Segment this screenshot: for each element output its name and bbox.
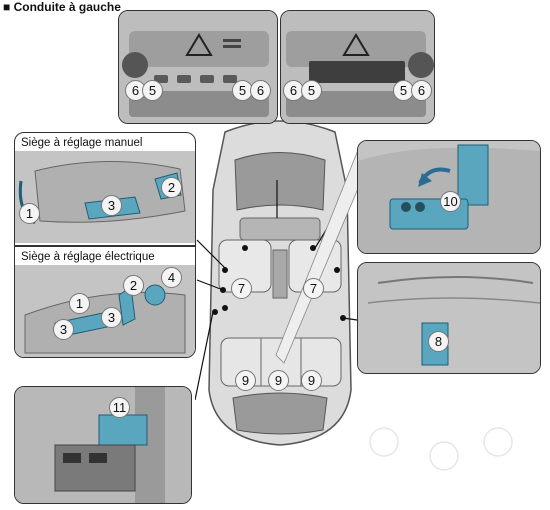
rear-side-illustration	[358, 263, 540, 373]
leader-line-manual	[196, 239, 226, 269]
header-title: Conduite à gauche	[13, 0, 121, 14]
climate-display	[309, 61, 405, 83]
callout-1-manual: 1	[19, 203, 40, 224]
header-square-icon: ■	[3, 0, 11, 14]
callout-9-rear-right: 9	[301, 370, 322, 391]
dashboard-left-illustration	[119, 11, 277, 123]
callout-7-front-right: 7	[303, 278, 324, 299]
decorative-circles	[369, 427, 513, 471]
seat-adjust-panel: Siège à réglage manuel 1 2 3 Siège à rég…	[14, 132, 196, 358]
hazard-icon	[342, 33, 370, 56]
dashboard-right-panel	[280, 10, 435, 124]
dashboard-right-illustration	[281, 11, 434, 123]
callout-6-dash-right-b: 6	[411, 80, 432, 101]
manual-seat-title: Siège à réglage manuel	[21, 137, 143, 149]
callout-5-dash-left-a: 5	[142, 80, 163, 101]
callout-7-front-left: 7	[231, 278, 252, 299]
callout-11: 11	[109, 397, 130, 418]
callout-2-manual: 2	[161, 177, 182, 198]
door-switch-panel: 11	[14, 386, 192, 504]
callout-1-power: 1	[69, 293, 90, 314]
callout-10: 10	[440, 191, 461, 212]
callout-5-dash-right-a: 5	[301, 80, 322, 101]
leader-line-side	[342, 317, 358, 321]
callout-4-power: 4	[161, 267, 182, 288]
callout-3-manual: 3	[101, 195, 122, 216]
armrest-highlight-wedge	[275, 145, 369, 364]
callout-8: 8	[428, 331, 449, 352]
leader-line-power	[196, 279, 224, 291]
callout-9-rear-center: 9	[268, 370, 289, 391]
power-seat-title: Siège à réglage électrique	[21, 251, 155, 263]
armrest-panel: 10	[357, 140, 541, 254]
dashboard-left-panel	[118, 10, 278, 124]
door-switch-illustration	[15, 387, 191, 503]
leader-line-door	[195, 311, 214, 401]
callout-6-dash-left-b: 6	[250, 80, 271, 101]
rear-side-panel: 8	[357, 262, 541, 374]
page-header: ■ Conduite à gauche	[3, 0, 121, 14]
callout-3-power-a: 3	[53, 319, 74, 340]
callout-9-rear-left: 9	[235, 370, 256, 391]
panel-divider	[15, 245, 195, 247]
callout-2-power: 2	[123, 275, 144, 296]
hazard-icon	[185, 33, 213, 56]
callout-3-power-b: 3	[101, 307, 122, 328]
car-top-view	[195, 120, 358, 446]
